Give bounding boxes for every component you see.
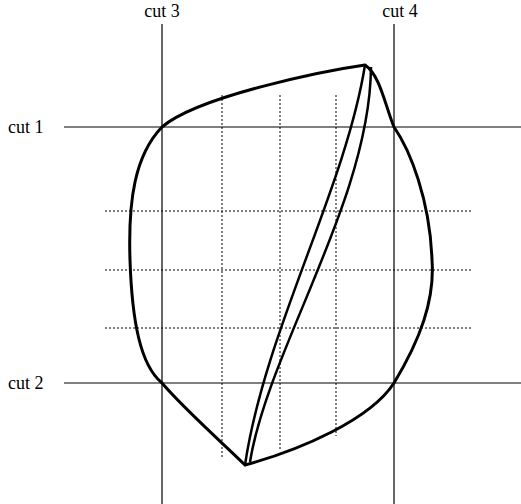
cut-label: cut 1 [8,118,44,136]
cut-label: cut 3 [144,2,180,20]
cut-label: cut 2 [8,374,44,392]
inner-curve [245,65,365,465]
cut-lines [64,24,521,504]
leaf-outline [130,65,433,465]
dotted-grid [105,95,472,458]
inner-curve [250,67,371,462]
cut-label: cut 4 [382,2,418,20]
